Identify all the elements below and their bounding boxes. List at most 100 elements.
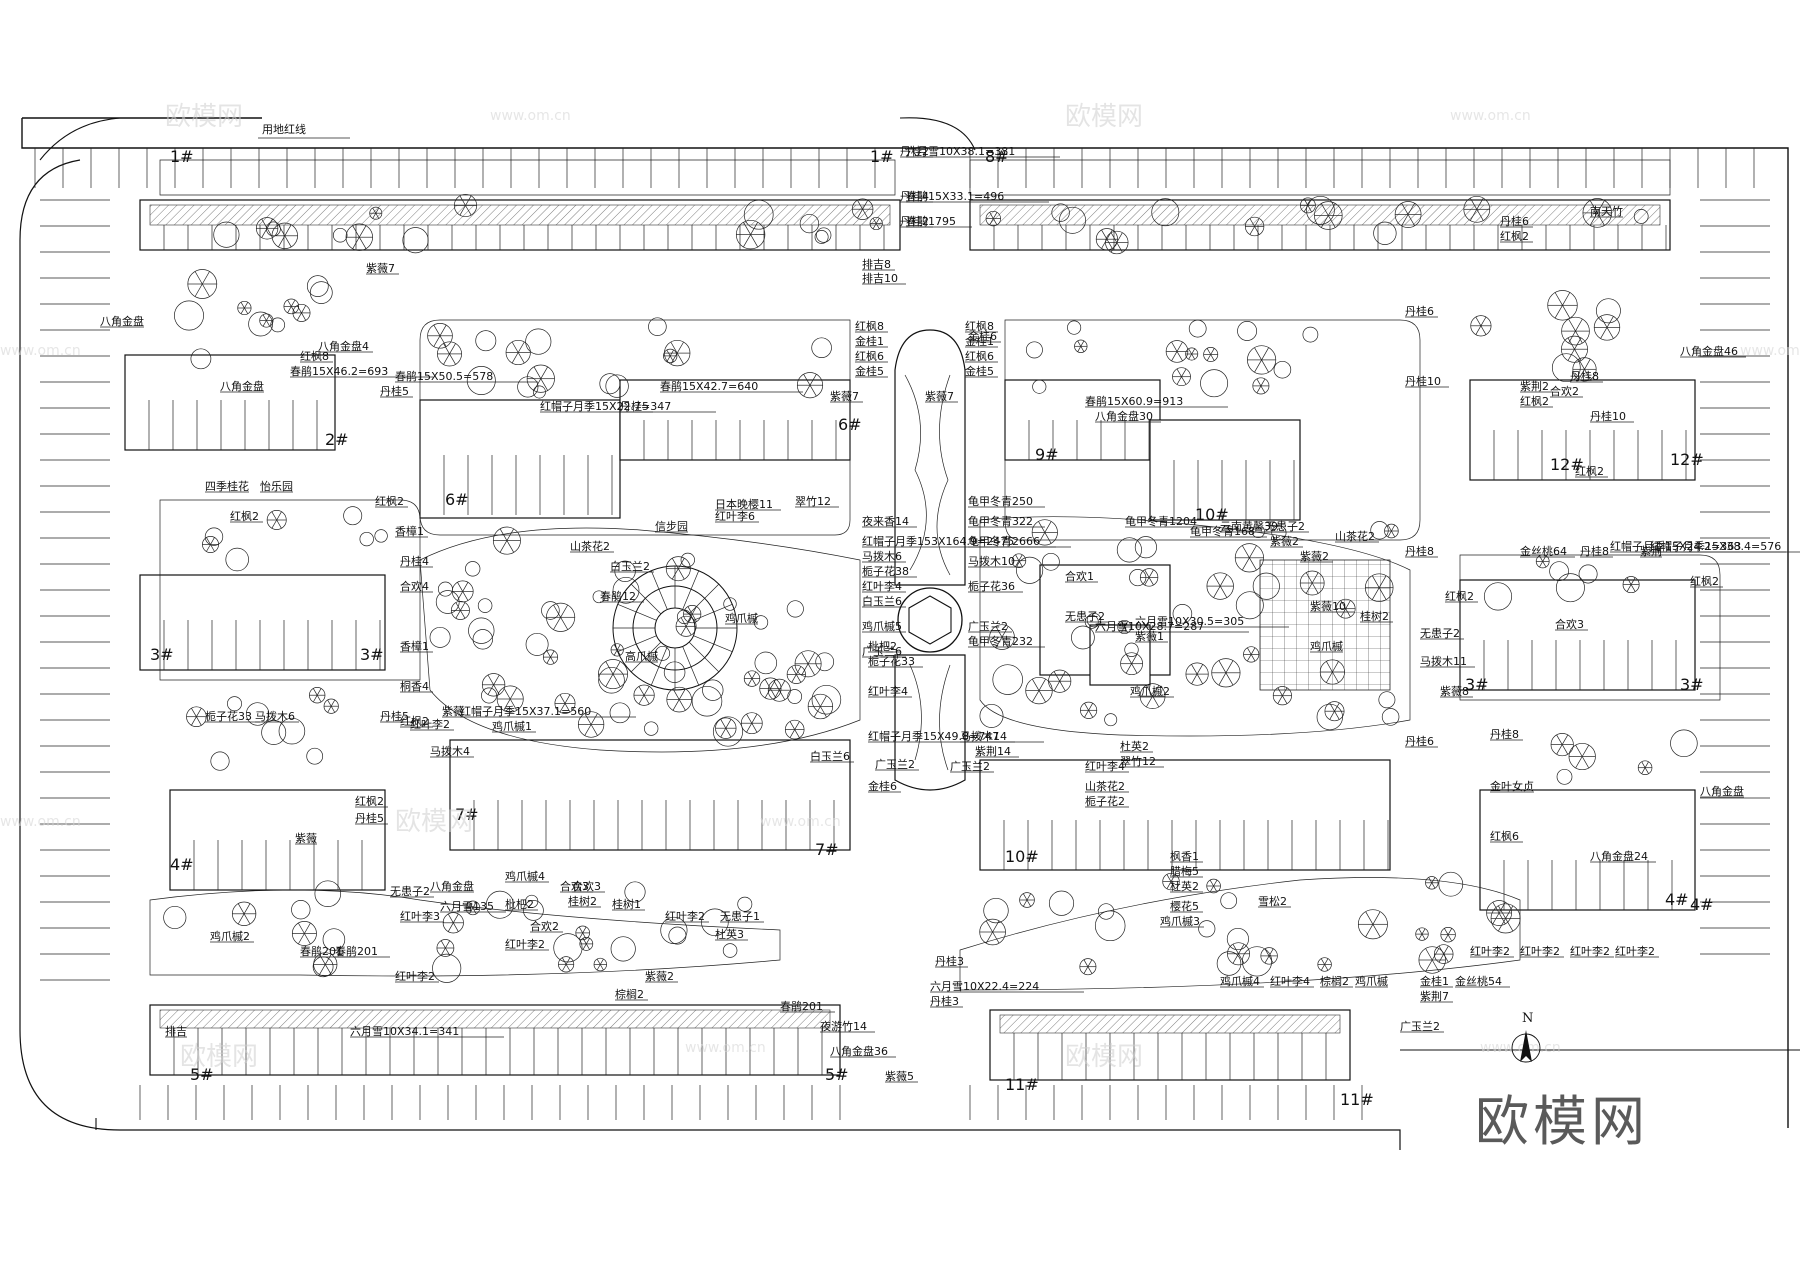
tree-branch [1083,959,1089,967]
tree-branch [1444,928,1449,935]
tree-branch [1022,899,1028,907]
tree-branch [1038,678,1046,691]
tree-symbol [332,227,348,243]
plant-label: 红帽子月季15X22.7=347 [540,400,671,413]
tree-branch [1428,877,1433,883]
plant-label: 翠竹12 [795,494,831,508]
plant-label: 紫薇2 [1300,550,1329,563]
tree-branch [1307,198,1312,206]
tree-branch [1101,229,1108,240]
tree-branch [1249,226,1255,235]
tree-branch [266,218,273,229]
tree-branch [271,519,278,529]
tree-branch [559,694,566,704]
plant-label: 丹桂4 [900,189,929,203]
plant-label: 红叶李2 [505,937,545,951]
tree-branch [1578,358,1585,370]
tree-branch [553,604,561,618]
tree-branch [1152,695,1160,708]
tree-branch [778,690,786,700]
tree-branch [1476,197,1484,210]
tree-branch [985,920,993,933]
tree-symbol [1025,341,1043,359]
tree-branch [440,940,446,949]
plant-label: 红叶李2 [1520,944,1560,958]
tree-branch [1219,574,1228,587]
plant-label: 紫薇7 [925,390,954,403]
tree-branch [506,540,515,553]
tree-branch [807,652,816,664]
building-number: 12# [1550,455,1584,474]
tree-symbol [598,666,625,694]
tree-symbol [468,617,495,644]
tree-branch [301,312,307,321]
tree-branch [751,671,757,679]
tree-symbol [429,626,451,648]
tree-branch [565,964,571,972]
tree-symbol [266,221,281,237]
plant-label: 丹桂5 [380,384,409,398]
tree-branch [1241,545,1250,558]
tree-branch [1568,318,1576,332]
tree-branch [1188,353,1193,360]
building-number: 4# [170,855,194,874]
tree-branch [1218,672,1227,686]
plant-label: 高爪槭 [625,649,658,663]
tree-branch [1022,893,1028,901]
tree-branch [1264,948,1270,957]
tree-symbol [655,645,671,661]
tree-branch [666,349,671,357]
tree-branch [1176,351,1183,361]
tree-branch [1626,577,1632,585]
tree-symbol [1032,379,1047,394]
tree-symbol [599,373,621,395]
tree-symbol [1059,206,1086,234]
plaza-spoke [630,583,662,615]
plant-label: 鸡爪槭3 [1160,914,1200,928]
tree-symbol [163,905,187,930]
tree-branch [1210,354,1215,361]
tree-symbol [592,590,606,604]
plant-label: 香樟1 [400,639,429,653]
tree-branch [989,218,994,226]
building-numbers: 1#1#2#3#3#4#5#5#6#6#7#7#8#9#10#11#11#12#… [150,147,1714,1109]
tree-branch [276,519,282,529]
tree-symbol [609,702,631,724]
plant-label: 信步园 [655,520,688,533]
building-number: 9# [1035,445,1059,464]
tree-branch [1053,671,1061,682]
tree-symbol [306,747,324,765]
tree-branch [813,706,821,718]
tree-branch [1131,654,1138,664]
tree-branch [284,224,292,236]
tree-branch [857,200,863,210]
tree-branch [1145,685,1153,697]
tree-branch [372,207,377,214]
tree-branch [210,544,215,552]
tree-branch [443,353,450,365]
plant-label: 紫薇 [295,832,317,845]
watermark-url: www.om.cn [0,343,81,359]
tree-branch [1241,557,1250,571]
tree-branch [1626,584,1632,592]
tree-branch [1324,964,1329,971]
tree-branch [565,957,571,965]
watermark-text: 欧模网 [180,1042,258,1072]
tree-branch [1365,911,1374,925]
tree-branch [1044,521,1052,533]
tree-branch [1144,569,1150,578]
tree-branch [677,568,685,580]
tree-symbol [1216,951,1242,976]
tree-branch [509,698,518,711]
tree-symbol [811,684,842,715]
tree-branch [1391,530,1396,538]
tree-symbol [737,896,753,912]
tree-branch [1562,292,1571,306]
tree-branch [297,933,305,945]
tree-symbol [1373,221,1397,245]
tree-symbol [291,900,311,920]
tree-branch [327,706,332,713]
tree-symbol [614,560,636,582]
plant-label: 金桂1 [965,334,994,348]
tree-branch [1421,933,1426,940]
